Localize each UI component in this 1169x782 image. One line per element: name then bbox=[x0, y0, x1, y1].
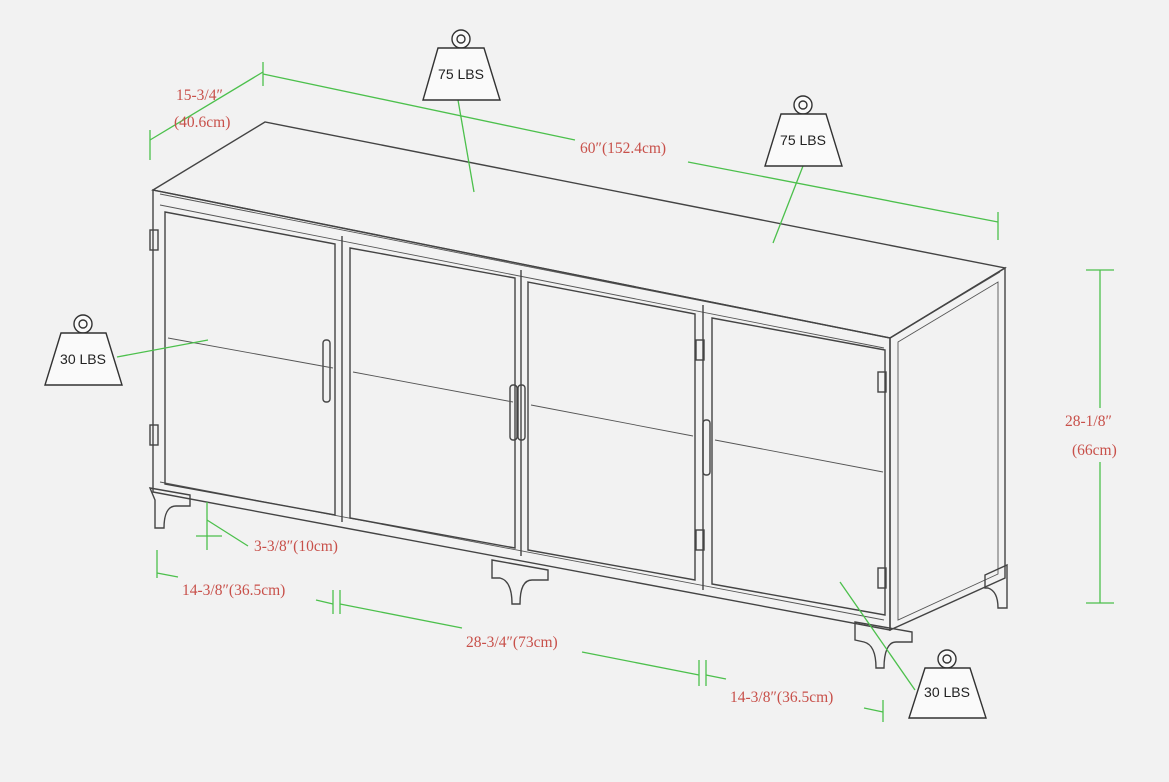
leg-height-label: 3-3/8″(10cm) bbox=[254, 538, 338, 555]
weight-label: 30 LBS bbox=[60, 351, 106, 367]
door-1 bbox=[164, 211, 336, 516]
weight-shelf-right: 30 LBS bbox=[908, 649, 987, 719]
cabinet bbox=[148, 121, 1008, 669]
height-cm-label: (66cm) bbox=[1072, 442, 1117, 459]
door-1-handle bbox=[322, 339, 331, 403]
weight-label: 75 LBS bbox=[780, 132, 826, 148]
weight-top-right: 75 LBS bbox=[764, 95, 843, 167]
dimension-lines bbox=[116, 62, 1114, 722]
middle-span-label: 28-3/4″(73cm) bbox=[466, 634, 558, 651]
weight-label: 30 LBS bbox=[924, 684, 970, 700]
right-span-label: 14-3/8″(36.5cm) bbox=[730, 689, 833, 706]
weight-shelf-left: 30 LBS bbox=[44, 314, 123, 386]
door-2-handle bbox=[509, 384, 518, 441]
weight-top-left: 75 LBS bbox=[422, 29, 501, 101]
left-span-label: 14-3/8″(36.5cm) bbox=[182, 582, 285, 599]
legs bbox=[148, 487, 1008, 669]
door-4-handle bbox=[702, 419, 711, 476]
height-inches-label: 28-1/8″ bbox=[1065, 413, 1112, 430]
weight-label: 75 LBS bbox=[438, 66, 484, 82]
depth-cm-label: (40.6cm) bbox=[174, 114, 230, 131]
width-label: 60″(152.4cm) bbox=[580, 140, 666, 157]
cabinet-side bbox=[889, 266, 1006, 632]
depth-inches-label: 15-3/4″ bbox=[176, 87, 223, 104]
cabinet-top bbox=[151, 121, 1007, 339]
door-2 bbox=[349, 247, 518, 549]
door-4 bbox=[702, 317, 886, 616]
